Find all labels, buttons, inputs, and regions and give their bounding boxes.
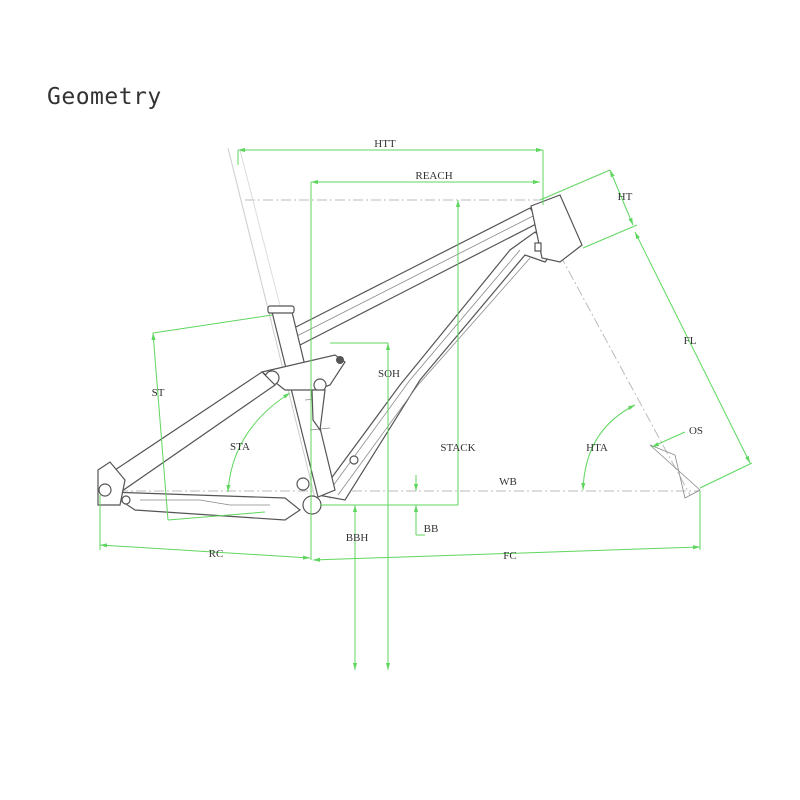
- label-ht: HT: [618, 191, 633, 203]
- label-os: OS: [689, 425, 703, 437]
- dimension-lines: [99, 147, 753, 670]
- label-bb: BB: [424, 523, 439, 535]
- label-st: ST: [152, 387, 165, 399]
- label-hta: HTA: [586, 442, 608, 454]
- label-soh: SOH: [378, 368, 400, 380]
- bike-frame: [97, 194, 701, 521]
- page-title: Geometry: [47, 84, 162, 110]
- label-htt: HTT: [374, 138, 396, 150]
- label-fc: FC: [503, 550, 516, 562]
- reference-lines: [100, 147, 700, 511]
- dimension-labels: HTT REACH HT FL SOH ST STA STACK HTA OS …: [152, 138, 703, 562]
- label-stack: STACK: [440, 442, 475, 454]
- label-rc: RC: [209, 548, 224, 560]
- label-bbh: BBH: [346, 532, 369, 544]
- label-fl: FL: [684, 335, 697, 347]
- label-reach: REACH: [415, 170, 452, 182]
- label-wb: WB: [499, 476, 517, 488]
- label-sta: STA: [230, 441, 250, 453]
